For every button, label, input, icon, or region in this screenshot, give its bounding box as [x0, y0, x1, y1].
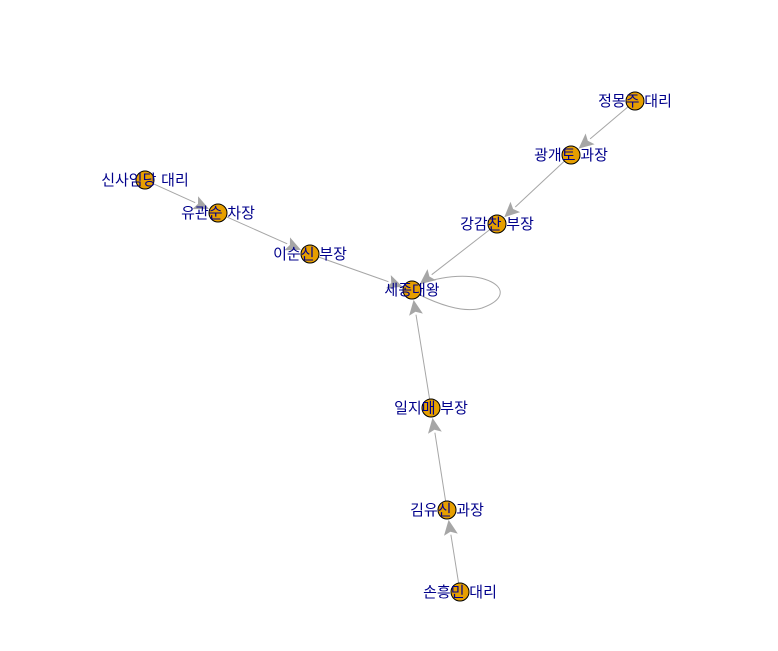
node-circle — [402, 280, 422, 300]
node-label: 광개토 과장 — [534, 146, 608, 164]
graph-node: 신사임당 대리 — [101, 170, 189, 190]
edge-arrowhead — [428, 417, 442, 434]
graph-node: 광개토 과장 — [534, 145, 608, 165]
node-label: 정몽주 대리 — [598, 92, 672, 110]
graph-node: 정몽주 대리 — [598, 91, 672, 111]
edge-arrowhead — [578, 133, 595, 149]
graph-node: 손흥민 대리 — [423, 582, 497, 602]
node-circle — [300, 244, 320, 264]
edge-line — [589, 106, 629, 140]
edge-line — [431, 229, 491, 276]
edge-self-loop — [419, 275, 501, 311]
node-circle — [135, 170, 155, 190]
node-circle — [450, 582, 470, 602]
graph-node: 일지매 부장 — [394, 398, 468, 418]
node-label: 일지매 부장 — [394, 399, 468, 417]
edge-line — [434, 432, 447, 502]
node-label: 이순신 부장 — [273, 245, 347, 263]
edge-line — [318, 256, 389, 283]
node-label: 신사임당 대리 — [101, 171, 189, 189]
node-label: 김유신 과장 — [410, 501, 484, 519]
node-circle — [561, 145, 581, 165]
edge-arrowhead — [386, 275, 403, 289]
node-circle — [208, 203, 228, 223]
graph-node: 김유신 과장 — [410, 500, 484, 520]
edge-line — [514, 160, 565, 208]
graph-node: 이순신 부장 — [273, 244, 347, 264]
edge-line — [225, 216, 288, 245]
edge-line — [152, 183, 196, 204]
node-label: 세종대왕 — [384, 281, 439, 299]
node-label: 유관순 차장 — [181, 204, 255, 222]
edge-arrowhead — [192, 196, 209, 210]
graph-node: 강감찬 부장 — [460, 214, 534, 234]
node-circle — [421, 398, 441, 418]
edge-arrowhead — [444, 519, 458, 536]
node-circle — [487, 214, 507, 234]
node-circle — [625, 91, 645, 111]
node-circle — [437, 500, 457, 520]
node-label: 손흥민 대리 — [423, 583, 497, 601]
graph-node: 세종대왕 — [384, 280, 440, 300]
edge-arrowhead — [284, 237, 301, 251]
edge-arrowhead — [504, 201, 521, 218]
edge-line — [415, 314, 431, 400]
node-label: 강감찬 부장 — [460, 215, 534, 233]
graph-node: 유관순 차장 — [181, 203, 255, 223]
edge-line — [450, 534, 460, 584]
edges-layer — [152, 106, 629, 584]
edge-arrowhead — [409, 299, 423, 316]
